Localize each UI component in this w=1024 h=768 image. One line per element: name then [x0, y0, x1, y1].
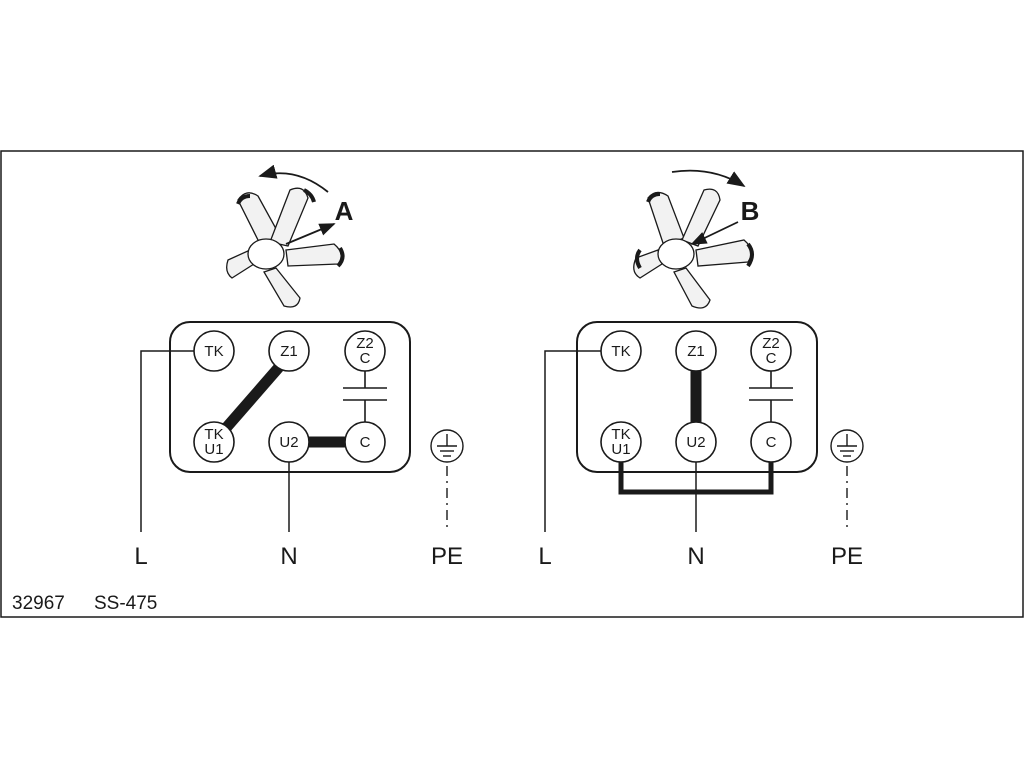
- direction-label-a: A: [335, 196, 354, 226]
- terminal-tku1-b: TK U1: [600, 421, 642, 463]
- terminal-c-b: C: [750, 421, 792, 463]
- terminal-u2-b: U2: [675, 421, 717, 463]
- svg-text:TK: TK: [611, 426, 630, 443]
- svg-text:U2: U2: [686, 434, 705, 451]
- terminal-z2c-b: Z2 C: [750, 330, 792, 372]
- terminal-tk-b: TK: [600, 330, 642, 372]
- figure-code: 32967: [12, 593, 65, 614]
- label-pe-a: PE: [431, 543, 463, 570]
- direction-label-b: B: [741, 196, 760, 226]
- pointer-arrow-b: [690, 221, 739, 245]
- jumper-z1-tku1-a: [221, 362, 285, 432]
- label-l-a: L: [134, 543, 147, 570]
- wire-l-a: [140, 350, 194, 532]
- svg-text:U2: U2: [279, 434, 298, 451]
- svg-text:C: C: [766, 434, 777, 451]
- outer-frame: [0, 150, 1024, 618]
- capacitor-a: [343, 370, 387, 423]
- fan-b-icon: [633, 188, 754, 309]
- terminal-tku1-a: TK U1: [193, 421, 235, 463]
- diagram-a: A TK Z1 Z2 C TK U1: [134, 164, 464, 570]
- svg-text:Z1: Z1: [280, 343, 298, 360]
- wire-l-b: [544, 350, 601, 532]
- terminal-tk-a: TK: [193, 330, 235, 372]
- svg-text:U1: U1: [611, 441, 630, 458]
- rotation-arrow-b: [671, 169, 746, 187]
- ground-symbol-b-icon: [830, 429, 864, 463]
- svg-text:TK: TK: [611, 343, 630, 360]
- terminal-z2c-a: Z2 C: [344, 330, 386, 372]
- terminal-z1-a: Z1: [268, 330, 310, 372]
- diagram-b: B TK Z1 Z2 C TK U1: [538, 169, 864, 570]
- svg-text:C: C: [766, 350, 777, 367]
- svg-text:C: C: [360, 350, 371, 367]
- svg-text:TK: TK: [204, 426, 223, 443]
- svg-text:C: C: [360, 434, 371, 451]
- label-pe-b: PE: [831, 543, 863, 570]
- label-l-b: L: [538, 543, 551, 570]
- terminal-z1-b: Z1: [675, 330, 717, 372]
- label-n-a: N: [280, 543, 297, 570]
- svg-text:Z2: Z2: [762, 335, 780, 352]
- rotation-arrow-a: [258, 164, 329, 193]
- terminal-u2-a: U2: [268, 421, 310, 463]
- pointer-arrow-a: [285, 223, 336, 245]
- model-number: SS-475: [94, 593, 157, 614]
- capacitor-b: [749, 370, 793, 423]
- ground-symbol-a-icon: [430, 429, 464, 463]
- terminal-c-a: C: [344, 421, 386, 463]
- svg-text:U1: U1: [204, 441, 223, 458]
- svg-text:Z2: Z2: [356, 335, 374, 352]
- label-n-b: N: [687, 543, 704, 570]
- svg-text:Z1: Z1: [687, 343, 705, 360]
- fan-a-icon: [226, 187, 345, 308]
- svg-text:TK: TK: [204, 343, 223, 360]
